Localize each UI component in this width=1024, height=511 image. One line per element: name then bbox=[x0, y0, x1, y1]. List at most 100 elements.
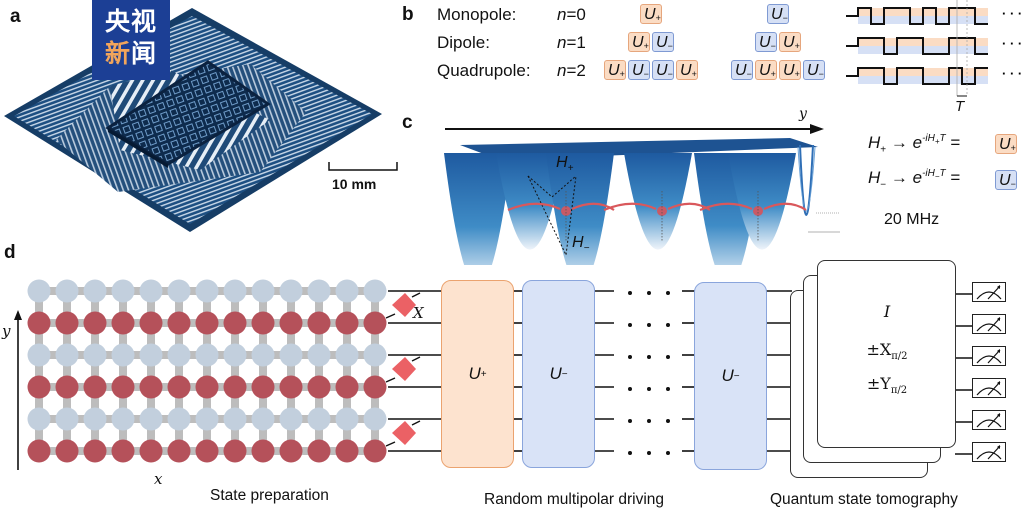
coupler-vertical bbox=[63, 395, 71, 411]
qubit bbox=[83, 375, 107, 399]
coupler-horizontal bbox=[47, 351, 59, 359]
qubit bbox=[167, 311, 191, 335]
coupler-horizontal bbox=[215, 415, 227, 423]
coupler-horizontal bbox=[327, 383, 339, 391]
coupler-vertical bbox=[287, 299, 295, 315]
coupler-horizontal bbox=[187, 287, 199, 295]
u-sub: − bbox=[770, 41, 776, 51]
qubit bbox=[167, 279, 191, 303]
coupler-horizontal bbox=[327, 319, 339, 327]
axis-label-y-d: y bbox=[2, 322, 11, 340]
hop-arrow-right bbox=[763, 202, 807, 211]
u-sub: − bbox=[643, 69, 649, 79]
coupler-vertical bbox=[371, 363, 379, 379]
coupler-horizontal bbox=[187, 319, 199, 327]
ellipsis-dot bbox=[647, 323, 651, 327]
coupler-vertical bbox=[175, 331, 183, 347]
u-sub: + bbox=[655, 13, 661, 23]
eq-exp-power: -iH bbox=[922, 168, 935, 180]
coupler-vertical bbox=[315, 331, 323, 347]
coupler-vertical bbox=[259, 299, 267, 315]
coupler-vertical bbox=[315, 395, 323, 411]
qubit bbox=[167, 407, 191, 431]
op-sub: π/2 bbox=[891, 351, 908, 363]
qubit bbox=[279, 375, 303, 399]
qubit bbox=[27, 343, 51, 367]
coupler-vertical bbox=[91, 331, 99, 347]
qubit bbox=[335, 407, 359, 431]
coupler-vertical bbox=[343, 331, 351, 347]
coupler-vertical bbox=[371, 331, 379, 347]
coupler-horizontal bbox=[75, 351, 87, 359]
coupler-vertical bbox=[259, 331, 267, 347]
h-symbol: H bbox=[556, 154, 568, 171]
coupler-horizontal bbox=[75, 383, 87, 391]
u-plus-box: U+ bbox=[779, 32, 801, 52]
chip-render bbox=[4, 8, 382, 232]
measurement-meter bbox=[972, 346, 1006, 366]
pulse-envelope bbox=[392, 357, 416, 381]
qubit bbox=[139, 343, 163, 367]
axis-y-arrowhead bbox=[14, 310, 22, 320]
qubit bbox=[111, 311, 135, 335]
coupler-vertical bbox=[91, 395, 99, 411]
u-symbol: U bbox=[656, 62, 668, 79]
equation-h-minus: H− → e-iH−T = bbox=[868, 168, 960, 190]
qubit bbox=[83, 311, 107, 335]
coupler-horizontal bbox=[47, 383, 59, 391]
qubit bbox=[195, 311, 219, 335]
qubit bbox=[223, 343, 247, 367]
coupler-vertical bbox=[231, 395, 239, 411]
qubit bbox=[139, 279, 163, 303]
eq-lhs-sub: + bbox=[880, 144, 887, 156]
meter-icon bbox=[976, 381, 1002, 396]
qubit bbox=[251, 407, 275, 431]
tomo-op-y: ±Yπ/2 bbox=[812, 374, 962, 396]
waveform-trace bbox=[846, 7, 988, 25]
qubit bbox=[307, 279, 331, 303]
u-plus-box: U+ bbox=[779, 60, 801, 80]
n-symbol: n bbox=[557, 33, 567, 52]
qubit bbox=[167, 375, 191, 399]
coupler-horizontal bbox=[355, 383, 367, 391]
u-sub: − bbox=[818, 69, 824, 79]
qubit bbox=[335, 439, 359, 463]
pulse-lead bbox=[385, 377, 396, 383]
coupler-horizontal bbox=[75, 287, 87, 295]
x-pulse bbox=[385, 420, 421, 447]
qubit bbox=[55, 375, 79, 399]
qubit bbox=[55, 279, 79, 303]
y-axis-arrowhead bbox=[810, 124, 824, 134]
waveform-ellipsis: · · · bbox=[1002, 36, 1022, 51]
coupler-horizontal bbox=[215, 447, 227, 455]
h-minus-label: H− bbox=[572, 234, 589, 254]
x-pulse bbox=[385, 292, 421, 319]
qubit bbox=[111, 343, 135, 367]
u-plus-box: U+ bbox=[628, 32, 650, 52]
n-eq: =1 bbox=[566, 33, 586, 52]
u-symbol: U bbox=[759, 62, 771, 79]
qubit-site bbox=[561, 206, 571, 216]
u-plus-box: U+ bbox=[676, 60, 698, 80]
qubit bbox=[363, 375, 387, 399]
coupler-horizontal bbox=[47, 319, 59, 327]
u-sub: + bbox=[643, 41, 649, 51]
coupler-horizontal bbox=[75, 447, 87, 455]
qubit bbox=[307, 311, 331, 335]
x-pulse bbox=[385, 356, 421, 383]
coupler-horizontal bbox=[187, 415, 199, 423]
h-plus-label: H+ bbox=[556, 154, 573, 174]
coupler-horizontal bbox=[355, 447, 367, 455]
gate-symbol: U bbox=[468, 364, 481, 383]
qubit bbox=[83, 439, 107, 463]
coupler-horizontal bbox=[103, 383, 115, 391]
coupler-vertical bbox=[231, 299, 239, 315]
potential-landscape bbox=[444, 124, 840, 265]
u-symbol: U bbox=[783, 62, 795, 79]
h-sub: + bbox=[567, 163, 574, 175]
coupler-horizontal bbox=[299, 287, 311, 295]
ellipsis-dot bbox=[647, 419, 651, 423]
u-plus-box: U+ bbox=[604, 60, 626, 80]
coupler-vertical bbox=[119, 395, 127, 411]
qubit bbox=[363, 439, 387, 463]
